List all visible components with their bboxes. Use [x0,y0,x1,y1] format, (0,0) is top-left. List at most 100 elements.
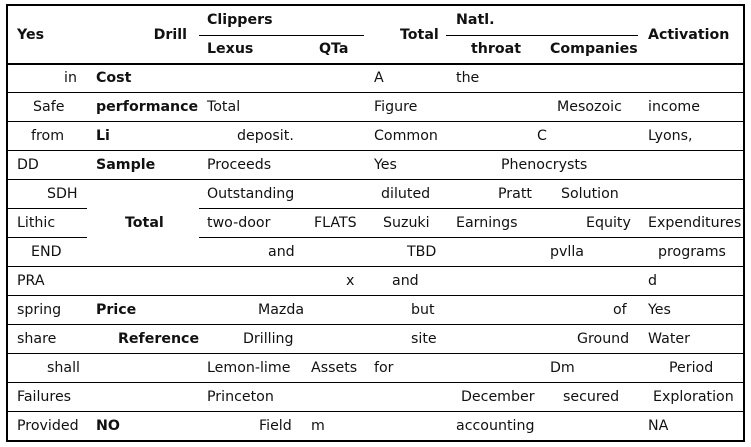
table-cell: NA [648,418,669,434]
row-rule [6,411,745,412]
table-cell: spring [17,302,62,318]
table-cell: Lyons, [648,128,693,144]
table-cell: END [31,244,62,260]
table-cell: Expenditures [648,215,742,231]
table-cell: the [456,70,480,86]
table-cell: Dm [550,360,575,376]
table-cell: income [648,99,700,115]
table-cell: Sample [96,157,156,173]
table-cell: Princeton [207,389,274,405]
table-cell: but [411,302,435,318]
table-cell: programs [658,244,726,260]
table-cell: Li [96,128,110,144]
table-cell: Solution [561,186,619,202]
table-cell: diluted [381,186,431,202]
table-cell: for [374,360,394,376]
header-throat: throat [471,41,521,57]
row-rule [6,237,87,238]
table-cell: secured [563,389,620,405]
table-cell: of [613,302,627,318]
table-cell: Proceeds [207,157,272,173]
table-cell: A [374,70,384,86]
table-cell: FLATS [314,215,357,231]
row-rule [6,92,745,93]
table-cell: Field [259,418,292,434]
table-cell: Pratt [498,186,532,202]
table-cell: Price [96,302,137,318]
table-cell: accounting [456,418,535,434]
row-rule [6,266,745,267]
table-cell: site [411,331,437,347]
table-cell: December [461,389,535,405]
table-cell: TBD [407,244,437,260]
table-cell: x [346,273,355,289]
table-cell: Cost [96,70,132,86]
table-cell: Safe [33,99,65,115]
table-cell: Failures [17,389,72,405]
header-bottom-rule [6,63,745,65]
table-cell: in [64,70,77,86]
table-cell: Phenocrysts [501,157,588,173]
clippers-group-rule [199,35,364,36]
table-cell: Assets [311,360,358,376]
header-lexus: Lexus [207,41,254,57]
table-cell: Period [669,360,714,376]
header-companies: Companies [550,41,638,57]
table-cell: C [537,128,547,144]
table-cell: shall [47,360,80,376]
table-cell: performance [96,99,199,115]
table-cell: Earnings [456,215,518,231]
table-cell: Exploration [653,389,734,405]
table-cell: PRA [17,273,45,289]
row-rule [6,295,745,296]
table-cell: Common [374,128,438,144]
row-rule [6,121,745,122]
table-cell: and [392,273,419,289]
table-cell: NO [96,418,120,434]
table-cell: Mesozoic [557,99,622,115]
table-cell: SDH [47,186,78,202]
table-cell: DD [17,157,39,173]
table-cell: Suzuki [383,215,430,231]
table-cell: share [17,331,57,347]
row-rule [6,382,745,383]
header-col1: Yes [17,27,45,43]
table-cell: pvlla [550,244,584,260]
table-cell: Ground [577,331,630,347]
row-rule [6,324,745,325]
table-cell: Figure [374,99,418,115]
table-cell: Lithic [17,215,56,231]
table-cell: Total [207,99,241,115]
table-cell: Reference [118,331,200,347]
table-cell: and [268,244,295,260]
table-cell: deposit. [237,128,294,144]
row-rule [199,237,745,238]
header-activation: Activation [648,27,730,43]
header-col2: Drill [153,27,187,43]
row-rule [6,150,745,151]
table-cell: Outstanding [207,186,295,202]
table-cell: d [648,273,658,289]
row-rule [6,208,87,209]
table-cell: Equity [586,215,631,231]
natl-group-rule [446,35,638,36]
table-cell: Lemon-lime [207,360,291,376]
table-cell: Total [125,215,164,231]
table-cell: Yes [374,157,397,173]
header-total: Total [400,27,439,43]
row-rule [199,208,745,209]
header-natl: Natl. [456,12,495,28]
table-cell: Mazda [258,302,305,318]
table-cell: Provided [17,418,79,434]
table-cell: Yes [648,302,671,318]
table-cell: from [31,128,65,144]
table-cell: Drilling [243,331,294,347]
table-cell: Water [648,331,690,347]
header-clippers: Clippers [207,12,273,28]
header-qta: QTa [319,41,349,57]
table-cell: two-door [207,215,271,231]
row-rule [6,353,745,354]
row-rule [6,179,745,180]
table-cell: m [311,418,325,434]
data-table [6,4,745,442]
